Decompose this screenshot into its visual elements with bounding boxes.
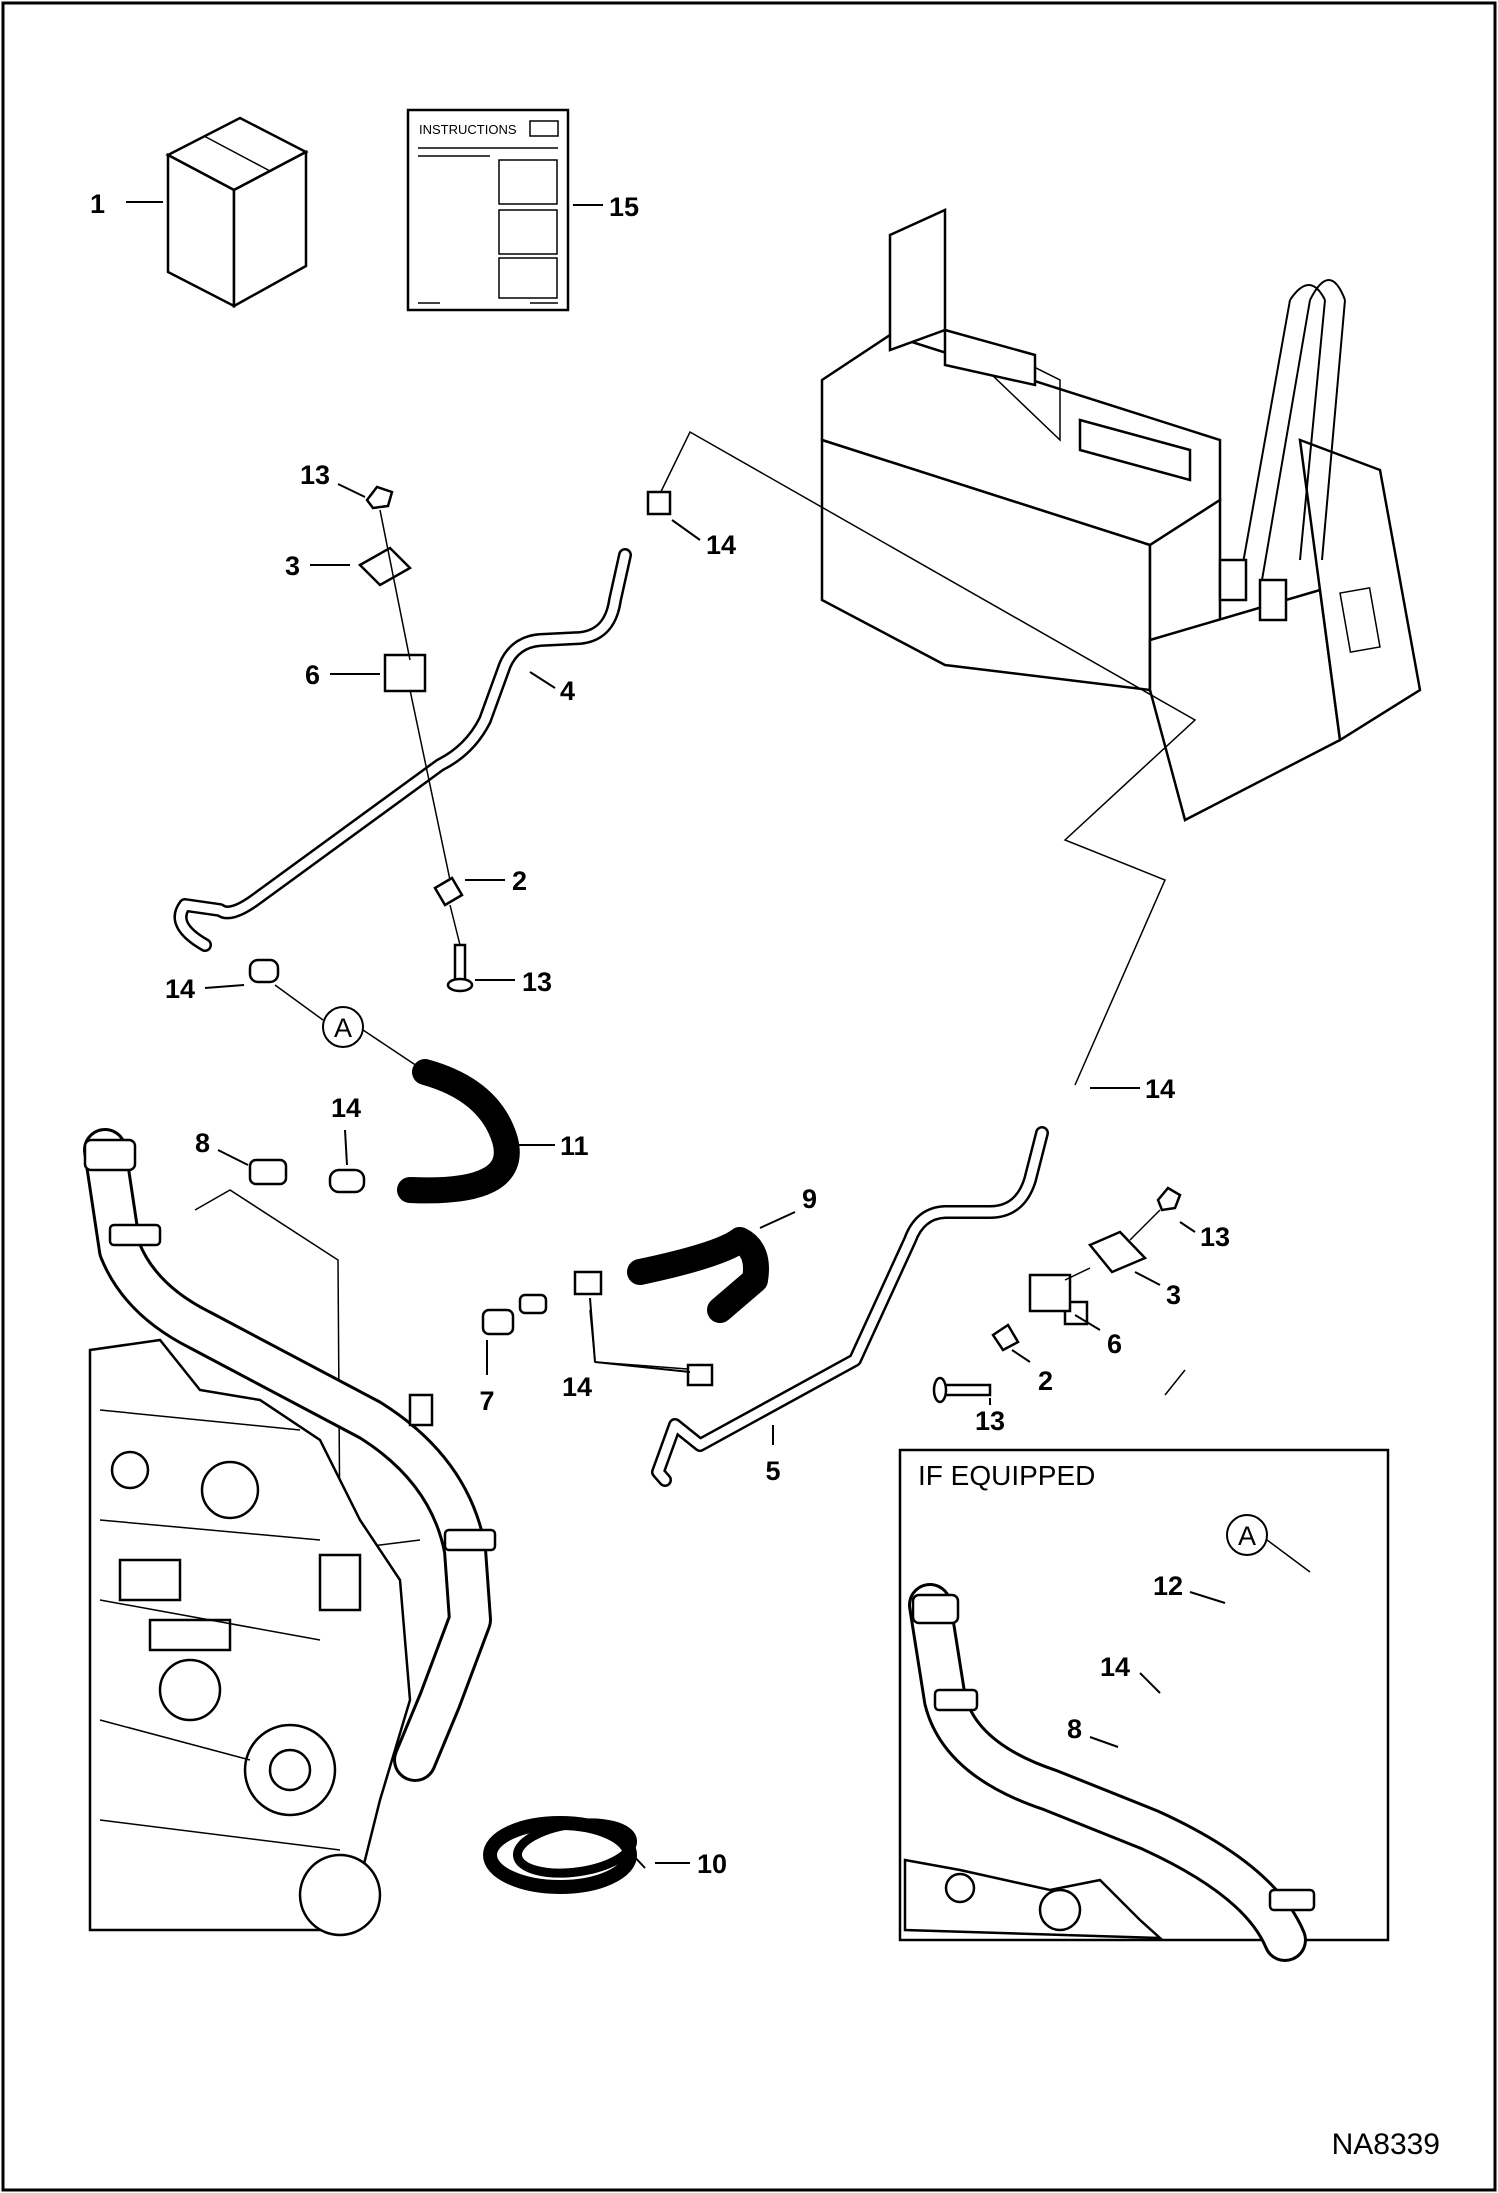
inset-title: IF EQUIPPED <box>918 1460 1095 1491</box>
callout-13-c: 13 <box>1200 1222 1230 1252</box>
callout-2-a: 2 <box>512 866 527 896</box>
connector-a-label: A <box>334 1013 352 1043</box>
callout-6-a: 6 <box>305 660 320 690</box>
fitting-7 <box>481 1308 515 1336</box>
callout-9: 9 <box>802 1184 817 1214</box>
callout-8-a: 8 <box>195 1128 210 1158</box>
callout-14-d: 14 <box>562 1372 592 1402</box>
callout-10: 10 <box>697 1849 727 1879</box>
hose-9 <box>627 1227 769 1323</box>
tube-5 <box>651 1126 1049 1487</box>
callout-14-b: 14 <box>165 974 195 1004</box>
box-part <box>165 116 309 309</box>
callout-12: 12 <box>1153 1571 1183 1601</box>
callout-2-b: 2 <box>1038 1366 1053 1396</box>
callout-1: 1 <box>90 189 105 219</box>
clamp-14-left <box>248 958 280 984</box>
callout-4: 4 <box>560 676 575 706</box>
connector-a-main: A <box>274 984 421 1069</box>
fitting-8 <box>248 1158 288 1186</box>
connector-a-inset-label: A <box>1238 1521 1256 1551</box>
callout-3-b: 3 <box>1166 1280 1181 1310</box>
callout-13-b: 13 <box>522 967 552 997</box>
callout-14-f: 14 <box>1100 1652 1130 1682</box>
callout-14-e: 14 <box>1145 1074 1175 1104</box>
mounting-hardware-right <box>932 1186 1182 1404</box>
clamp-14-hose <box>328 1168 366 1194</box>
fitting-7-stem <box>518 1293 548 1315</box>
callout-13-a: 13 <box>300 460 330 490</box>
mounting-hardware-left <box>357 485 474 993</box>
callout-5: 5 <box>765 1456 780 1486</box>
tube-4 <box>173 548 632 952</box>
callout-13-d: 13 <box>975 1406 1005 1436</box>
instructions-title: INSTRUCTIONS <box>419 122 517 137</box>
hose-11 <box>397 1059 520 1204</box>
inset-frame <box>898 1448 1390 1942</box>
instructions-sheet: INSTRUCTIONS <box>406 108 570 312</box>
drawing-code: NA8339 <box>1332 2128 1440 2161</box>
callout-15: 15 <box>609 192 639 222</box>
heater-box-assembly <box>820 208 1422 822</box>
callout-7: 7 <box>479 1386 494 1416</box>
callout-11: 11 <box>560 1131 589 1161</box>
callout-6-b: 6 <box>1107 1329 1122 1359</box>
callout-14-c: 14 <box>331 1093 361 1123</box>
clamp-14-mid <box>573 1270 603 1296</box>
hose-coil-10 <box>483 1816 646 1894</box>
callout-labels: 1 15 13 3 6 14 4 2 13 14 8 14 11 <box>90 189 1230 1879</box>
clamp-14-top <box>646 490 672 516</box>
connector-a-inset <box>1226 1514 1268 1556</box>
clamp-14-low <box>686 1363 714 1387</box>
inset-if-equipped: IF EQUIPPED A <box>898 1448 1390 1962</box>
engine-main <box>83 1128 497 1937</box>
callout-8-b: 8 <box>1067 1714 1082 1744</box>
callout-3-a: 3 <box>285 551 300 581</box>
callout-14-a: 14 <box>706 530 736 560</box>
